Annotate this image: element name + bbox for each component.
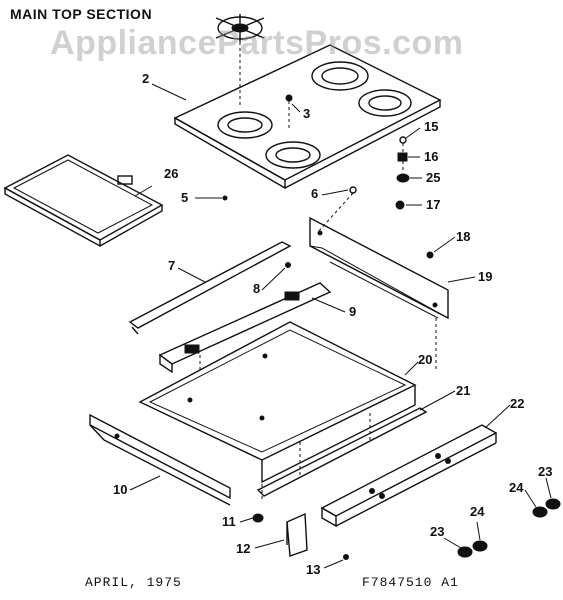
callout-12: 12 [236,541,250,556]
callout-19: 19 [478,269,492,284]
callout-17: 17 [426,197,440,212]
callout-24-b: 24 [509,480,524,495]
burner-grate [215,14,265,108]
callout-20: 20 [418,352,432,367]
small-screw [343,554,349,560]
screw [252,513,264,523]
griddle-tray [3,154,164,248]
callout-9: 9 [349,304,356,319]
main-top-panel [173,44,442,190]
control-knobs [457,498,561,558]
callout-11: 11 [222,514,236,529]
callout-3: 3 [303,106,310,121]
callout-21: 21 [456,383,470,398]
manifold-bracket [158,282,332,374]
callout-13: 13 [306,562,320,577]
clip [286,512,308,557]
callout-16: 16 [424,149,438,164]
callout-2: 2 [142,71,149,86]
callout-5: 5 [181,190,188,205]
callout-24-a: 24 [470,504,485,519]
callout-18: 18 [456,229,470,244]
diagram-title: MAIN TOP SECTION [10,6,153,22]
callout-25: 25 [426,170,440,185]
callout-26: 26 [164,166,178,181]
side-rail [128,241,292,335]
watermark: AppliancePartsPros.com [50,24,464,62]
callout-15: 15 [424,119,438,134]
callout-23-b: 23 [538,464,552,479]
callout-22: 22 [510,396,524,411]
callout-6: 6 [311,186,318,201]
callout-23-a: 23 [430,524,444,539]
callout-10: 10 [113,482,127,497]
bottom-panel [256,385,428,497]
small-hardware [222,136,434,268]
footer-date: APRIL, 1975 [85,575,182,590]
front-manifold [320,424,498,528]
footer-part-number: F7847510 A1 [362,575,459,590]
front-rail-left [89,413,231,506]
callout-8: 8 [253,281,260,296]
rear-bracket [309,216,449,370]
leader-lines [129,83,552,569]
callout-7: 7 [168,258,175,273]
